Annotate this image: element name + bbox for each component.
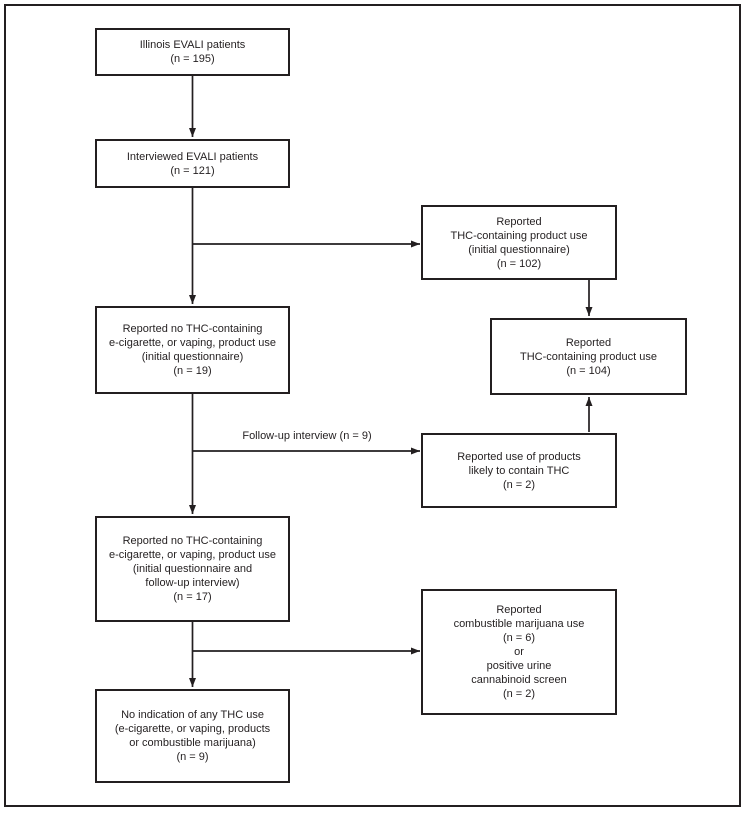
box-likely-thc-text: Reported use of products likely to conta… bbox=[457, 450, 581, 491]
figure-border bbox=[4, 4, 741, 807]
box-no-thc-initial: Reported no THC-containing e-cigarette, … bbox=[95, 306, 290, 394]
box-interviewed-patients-text: Interviewed EVALI patients (n = 121) bbox=[126, 150, 259, 177]
box-reported-thc-total: Reported THC-containing product use (n =… bbox=[490, 318, 687, 395]
box-combustible-marijuana-text: Reported combustible marijuana use (n = … bbox=[453, 604, 585, 700]
box-no-thc-both-text: Reported no THC-containing e-cigarette, … bbox=[109, 535, 276, 603]
box-no-indication: No indication of any THC use (e-cigarett… bbox=[95, 689, 290, 783]
box-combustible-marijuana: Reported combustible marijuana use (n = … bbox=[421, 589, 617, 715]
box-reported-thc-initial: Reported THC-containing product use (ini… bbox=[421, 205, 617, 280]
box-illinois-patients-text: Illinois EVALI patients (n = 195) bbox=[139, 39, 246, 65]
box-reported-thc-total-text: Reported THC-containing product use (n =… bbox=[520, 336, 657, 377]
box-no-indication-text: No indication of any THC use (e-cigarett… bbox=[114, 709, 271, 763]
box-likely-thc: Reported use of products likely to conta… bbox=[421, 433, 617, 508]
followup-interview-label: Follow-up interview (n = 9) bbox=[242, 430, 372, 442]
box-reported-thc-initial-text: Reported THC-containing product use (ini… bbox=[450, 215, 588, 270]
box-interviewed-patients: Interviewed EVALI patients (n = 121) bbox=[95, 139, 290, 188]
box-no-thc-both: Reported no THC-containing e-cigarette, … bbox=[95, 516, 290, 622]
box-illinois-patients: Illinois EVALI patients (n = 195) bbox=[95, 28, 290, 76]
box-no-thc-initial-text: Reported no THC-containing e-cigarette, … bbox=[109, 323, 276, 377]
